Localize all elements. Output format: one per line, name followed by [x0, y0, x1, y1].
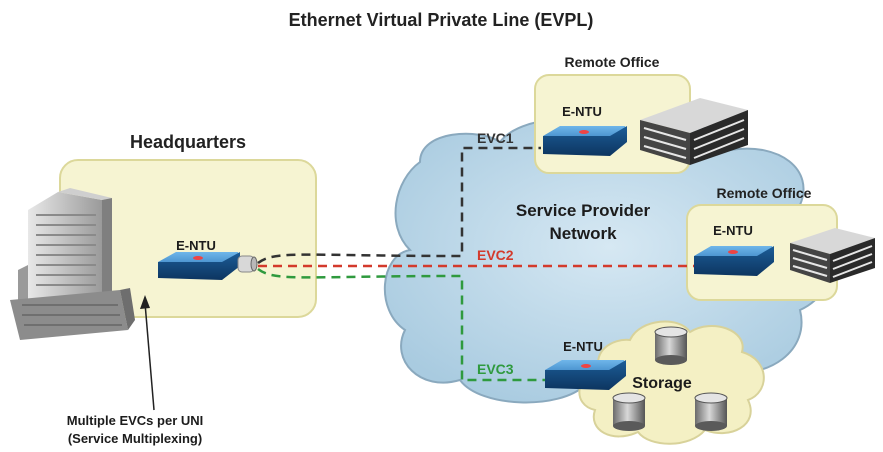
storage-disk-icon [612, 392, 646, 431]
storage-device-label: E-NTU [563, 339, 603, 354]
storage-disk-icon [654, 326, 688, 365]
e-ntu-device-icon: E-NTU [158, 238, 258, 280]
evc2-label: EVC2 [477, 247, 514, 263]
remote2-device-label: E-NTU [713, 223, 753, 238]
cloud-label-line1: Service Provider [516, 201, 651, 220]
evc3-line [257, 267, 545, 382]
annotation-arrow [140, 295, 155, 411]
evc1-label: EVC1 [477, 130, 514, 146]
storage-label: Storage [632, 375, 692, 392]
e-ntu-device-icon: E-NTU [694, 223, 774, 276]
page-title: Ethernet Virtual Private Line (EVPL) [289, 10, 594, 30]
storage-disk-icon [694, 392, 728, 431]
e-ntu-device-icon: E-NTU [545, 339, 626, 390]
evc1-line [257, 146, 541, 265]
e-ntu-device-icon: E-NTU [543, 104, 627, 156]
annotation-line1: Multiple EVCs per UNI [67, 413, 204, 428]
cloud-label-line2: Network [549, 224, 617, 243]
remote1-device-label: E-NTU [562, 104, 602, 119]
headquarters-label: Headquarters [130, 132, 246, 152]
remote-office-label-1: Remote Office [565, 54, 660, 70]
evc3-label: EVC3 [477, 361, 514, 377]
hq-device-label: E-NTU [176, 238, 216, 253]
office-building-icon [790, 228, 875, 283]
building-icon [10, 188, 135, 340]
remote-office-label-2: Remote Office [717, 185, 812, 201]
annotation-line2: (Service Multiplexing) [68, 431, 202, 446]
office-building-icon [640, 98, 748, 165]
